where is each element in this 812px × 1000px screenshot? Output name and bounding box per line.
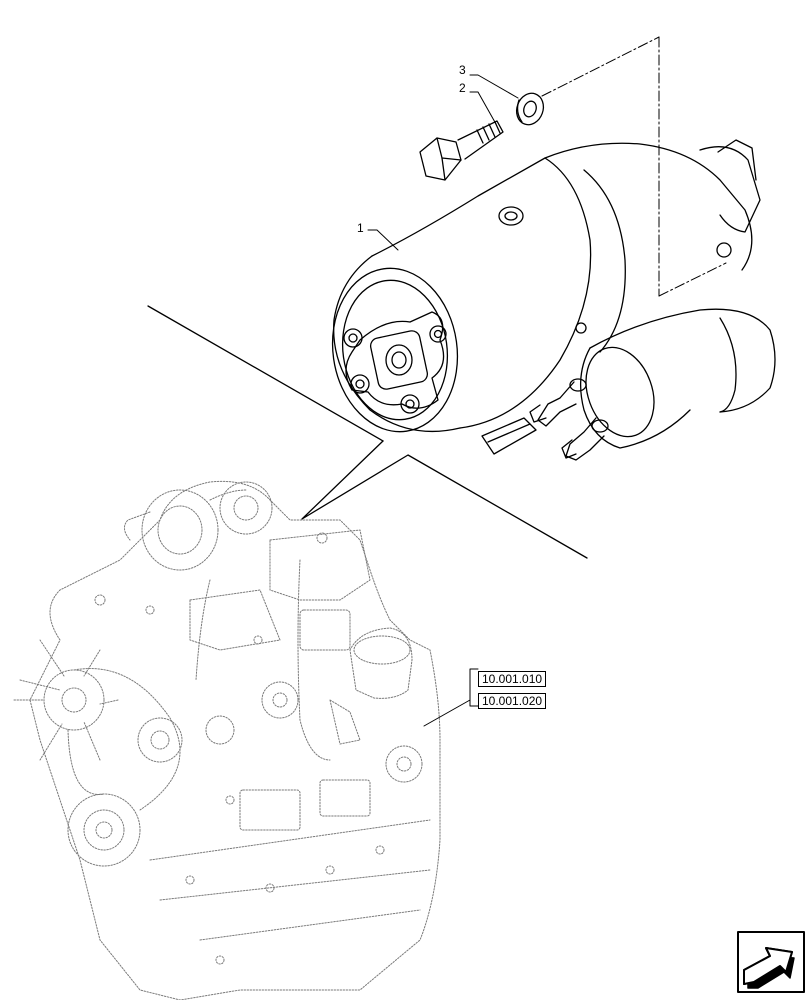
starter-motor-part — [331, 139, 776, 461]
reference-leader — [423, 668, 479, 727]
engine-assembly-ghost — [13, 480, 441, 1000]
callout-label-2: 2 — [459, 81, 466, 95]
detail-leader-lines — [147, 305, 588, 559]
reference-link-10-001-020[interactable]: 10.001.020 — [478, 693, 547, 709]
arrow-icon — [743, 947, 795, 989]
callout-label-3: 3 — [459, 63, 466, 77]
assembly-centerline — [541, 36, 727, 297]
reference-link-10-001-010[interactable]: 10.001.010 — [478, 671, 547, 687]
callout-leaders — [367, 74, 519, 251]
next-page-arrow-icon[interactable] — [736, 930, 806, 994]
nav-icon-frame — [737, 931, 805, 993]
bolt-part — [419, 120, 504, 181]
washer-part — [515, 92, 545, 126]
callout-label-1: 1 — [357, 221, 364, 235]
